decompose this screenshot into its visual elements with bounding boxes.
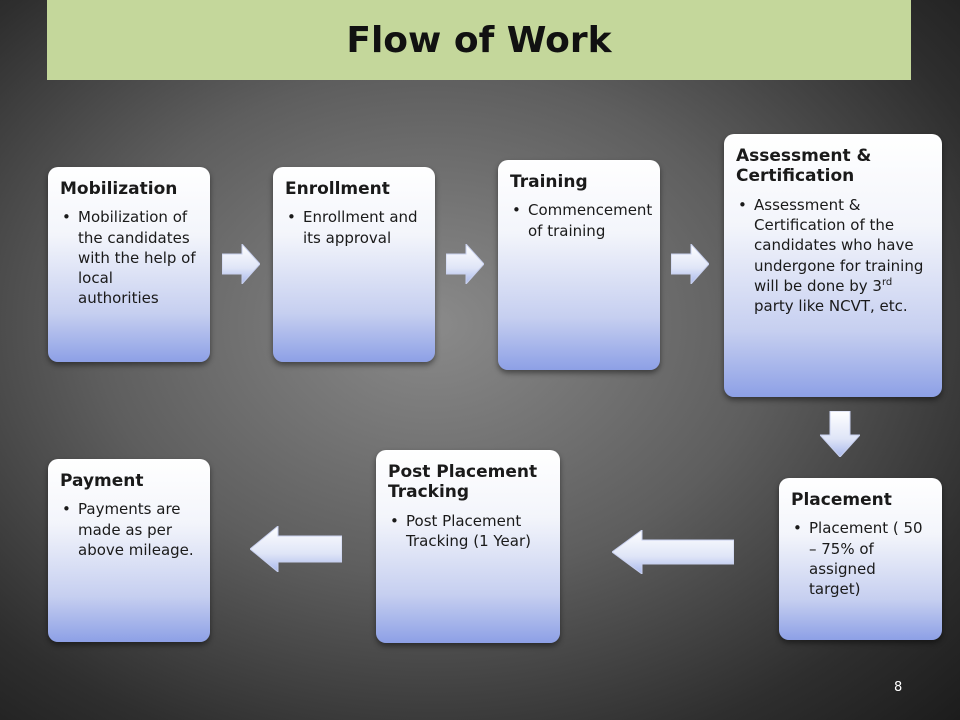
step-training: Training Commencement of training bbox=[498, 160, 660, 370]
step-bullet: Placement ( 50 – 75% of assigned target) bbox=[793, 518, 930, 599]
step-bullet: Enrollment and its approval bbox=[287, 207, 423, 248]
step-bullet: Commencement of training bbox=[512, 200, 652, 241]
step-heading: Payment bbox=[60, 471, 144, 491]
step-heading: Enrollment bbox=[285, 179, 390, 199]
arrow-left-icon bbox=[250, 526, 342, 572]
step-enrollment: Enrollment Enrollment and its approval bbox=[273, 167, 435, 362]
step-heading: Post Placement Tracking bbox=[388, 462, 538, 503]
arrow-right-icon bbox=[671, 244, 709, 284]
title-bar: Flow of Work bbox=[47, 0, 911, 80]
step-heading: Placement bbox=[791, 490, 892, 510]
step-assessment-certification: Assessment & Certification Assessment & … bbox=[724, 134, 942, 397]
step-bullet: Assessment & Certification of the candid… bbox=[738, 195, 930, 317]
step-mobilization: Mobilization Mobilization of the candida… bbox=[48, 167, 210, 362]
step-heading: Training bbox=[510, 172, 588, 192]
arrow-down-icon bbox=[820, 411, 860, 457]
step-bullet: Mobilization of the candidates with the … bbox=[62, 207, 198, 308]
step-heading: Mobilization bbox=[60, 179, 178, 199]
step-payment: Payment Payments are made as per above m… bbox=[48, 459, 210, 642]
arrow-right-icon bbox=[446, 244, 484, 284]
step-bullet: Post Placement Tracking (1 Year) bbox=[390, 511, 548, 552]
arrow-right-icon bbox=[222, 244, 260, 284]
arrow-left-icon bbox=[612, 530, 734, 574]
step-post-placement-tracking: Post Placement Tracking Post Placement T… bbox=[376, 450, 560, 643]
step-placement: Placement Placement ( 50 – 75% of assign… bbox=[779, 478, 942, 640]
page-title: Flow of Work bbox=[346, 19, 612, 61]
step-heading: Assessment & Certification bbox=[736, 146, 872, 187]
page-number: 8 bbox=[894, 680, 903, 695]
step-bullet: Payments are made as per above mileage. bbox=[62, 499, 198, 560]
